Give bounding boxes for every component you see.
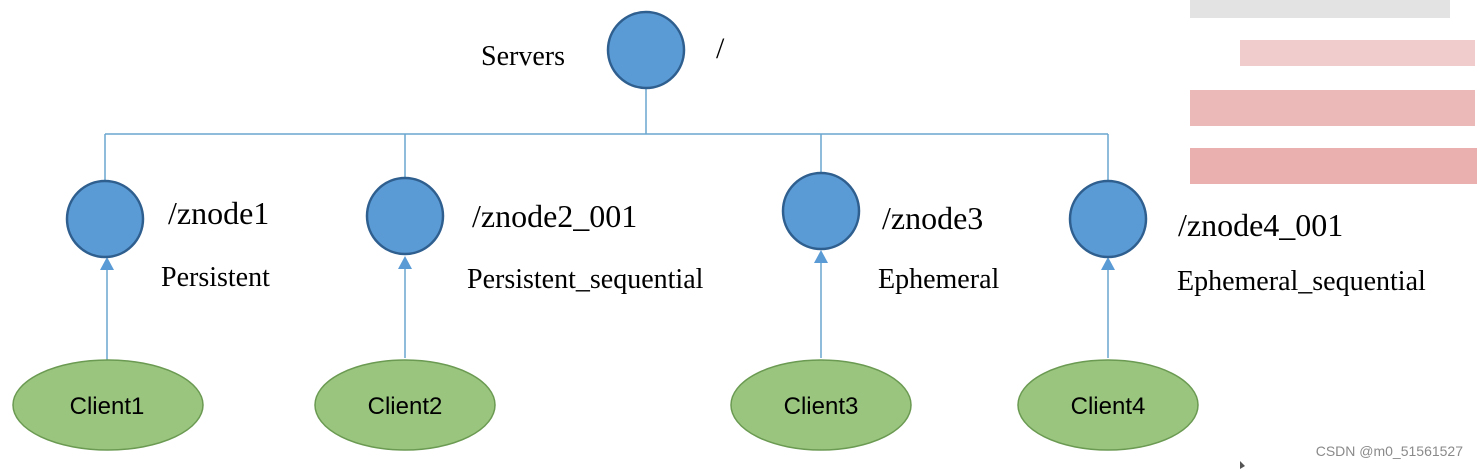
root-node	[606, 10, 686, 90]
redacted-bar-1	[1190, 0, 1450, 18]
client4-node	[1017, 359, 1199, 451]
znode2-type: Persistent_sequential	[467, 264, 704, 295]
redacted-bar-3	[1190, 90, 1475, 126]
arrowhead-client2	[398, 256, 412, 269]
client1-label: Client1	[70, 393, 145, 420]
znode3-node	[781, 171, 861, 251]
client2-label: Client2	[368, 393, 443, 420]
arrow-heads	[100, 250, 1115, 270]
znode1-path: /znode1	[168, 195, 269, 231]
arrowhead-client4	[1101, 257, 1115, 270]
cursor-icon	[1240, 461, 1245, 469]
client-arrows	[106, 262, 1109, 360]
redacted-bar-4	[1190, 148, 1477, 184]
znode2-node	[365, 176, 445, 256]
root-label: Servers	[481, 41, 565, 72]
znode3-path: /znode3	[882, 200, 983, 236]
znode4-node	[1068, 179, 1148, 259]
client1-node	[12, 359, 204, 451]
znode1-type: Persistent	[161, 262, 270, 293]
client2-node	[314, 359, 496, 451]
client3-label: Client3	[784, 393, 859, 420]
client4-label: Client4	[1071, 393, 1146, 420]
znode1-node	[65, 179, 145, 259]
znode4-path: /znode4_001	[1178, 207, 1343, 243]
redacted-bar-2	[1240, 40, 1475, 66]
watermark: CSDN @m0_51561527	[1315, 443, 1463, 459]
znode4-type: Ephemeral_sequential	[1177, 266, 1426, 297]
znode2-path: /znode2_001	[472, 198, 637, 234]
client3-node	[730, 359, 912, 451]
arrowhead-client3	[814, 250, 828, 263]
znode3-type: Ephemeral	[878, 264, 999, 295]
root-path: /	[716, 32, 725, 65]
tree-connectors	[104, 88, 1109, 181]
redacted-region	[1190, 0, 1477, 184]
arrowhead-client1	[100, 257, 114, 270]
